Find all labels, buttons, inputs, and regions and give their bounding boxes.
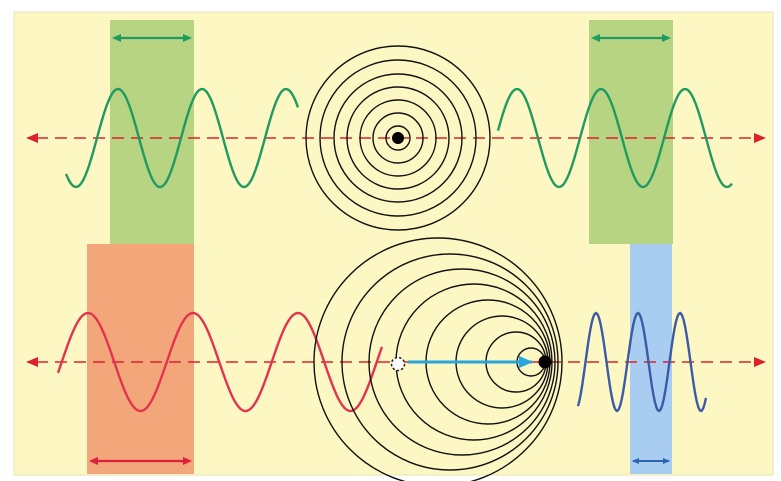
source-stationary (392, 132, 404, 144)
wavefront-stationary-1 (385, 125, 411, 151)
wavefronts-stationary (305, 45, 491, 231)
axis-bottom-arrow-left (26, 357, 38, 367)
wavefront-stationary-6 (319, 59, 477, 217)
wavefront-stationary-5 (333, 73, 463, 203)
wave-bottom-left (56, 311, 384, 413)
wavefront-stationary-7 (305, 45, 491, 231)
wavefront-moving-7 (341, 253, 559, 471)
blue-band (630, 244, 672, 474)
wavefront-moving-6 (368, 268, 556, 456)
wavefront-moving-8 (313, 237, 563, 481)
green-band-left (110, 20, 194, 244)
wave-top-right (496, 87, 733, 189)
wavefront-stationary-2 (372, 112, 424, 164)
axis-bottom-arrow-right (754, 357, 766, 367)
axis-top-arrow-left (26, 133, 38, 143)
source-start-position (390, 356, 406, 372)
orange-band (87, 244, 194, 474)
green-band-right (589, 20, 673, 244)
wavefront-stationary-4 (346, 86, 450, 190)
source-moving (538, 355, 552, 369)
axis-top-arrow-right (754, 133, 766, 143)
wavefront-stationary-3 (359, 99, 437, 177)
wave-top-left (64, 87, 300, 189)
wave-bottom-right (576, 311, 708, 413)
